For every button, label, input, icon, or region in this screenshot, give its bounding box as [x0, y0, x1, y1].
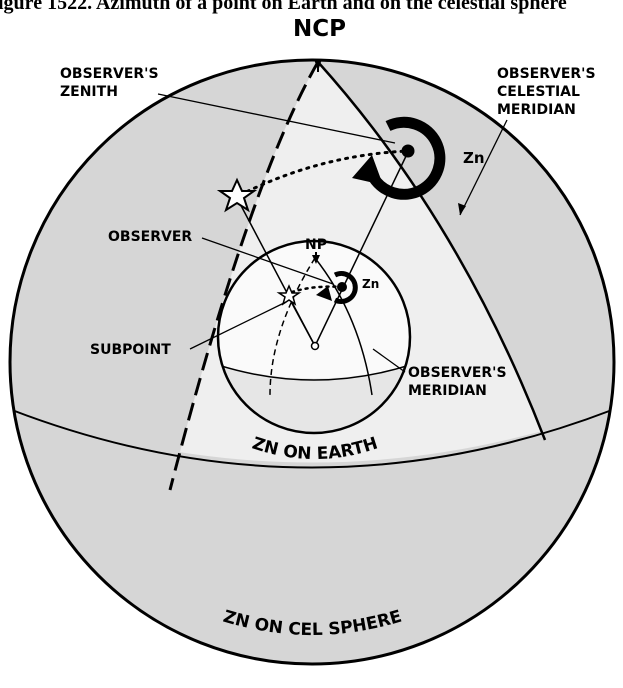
ncp-label: NCP	[293, 16, 346, 42]
observers-meridian-label-line1: OBSERVER'S	[408, 365, 507, 381]
np-label: NP	[305, 237, 327, 253]
zn-small-label: Zn	[362, 277, 379, 291]
celestial-meridian-label-line1: OBSERVER'S	[497, 66, 596, 82]
celestial-meridian-label-line2: CELESTIAL	[497, 84, 580, 100]
observers-meridian-label-line2: MERIDIAN	[408, 383, 487, 399]
zn-large-label: Zn	[463, 149, 485, 167]
observers-zenith-label-line1: OBSERVER'S	[60, 66, 159, 82]
figure-caption: igure 1522. Azimuth of a point on Earth …	[0, 0, 567, 14]
observers-zenith-label-line2: ZENITH	[60, 84, 118, 100]
observer-label: OBSERVER	[108, 229, 192, 245]
celestial-meridian-label-line3: MERIDIAN	[497, 102, 576, 118]
subpoint-label: SUBPOINT	[90, 342, 171, 358]
earth-center-point	[312, 343, 319, 350]
